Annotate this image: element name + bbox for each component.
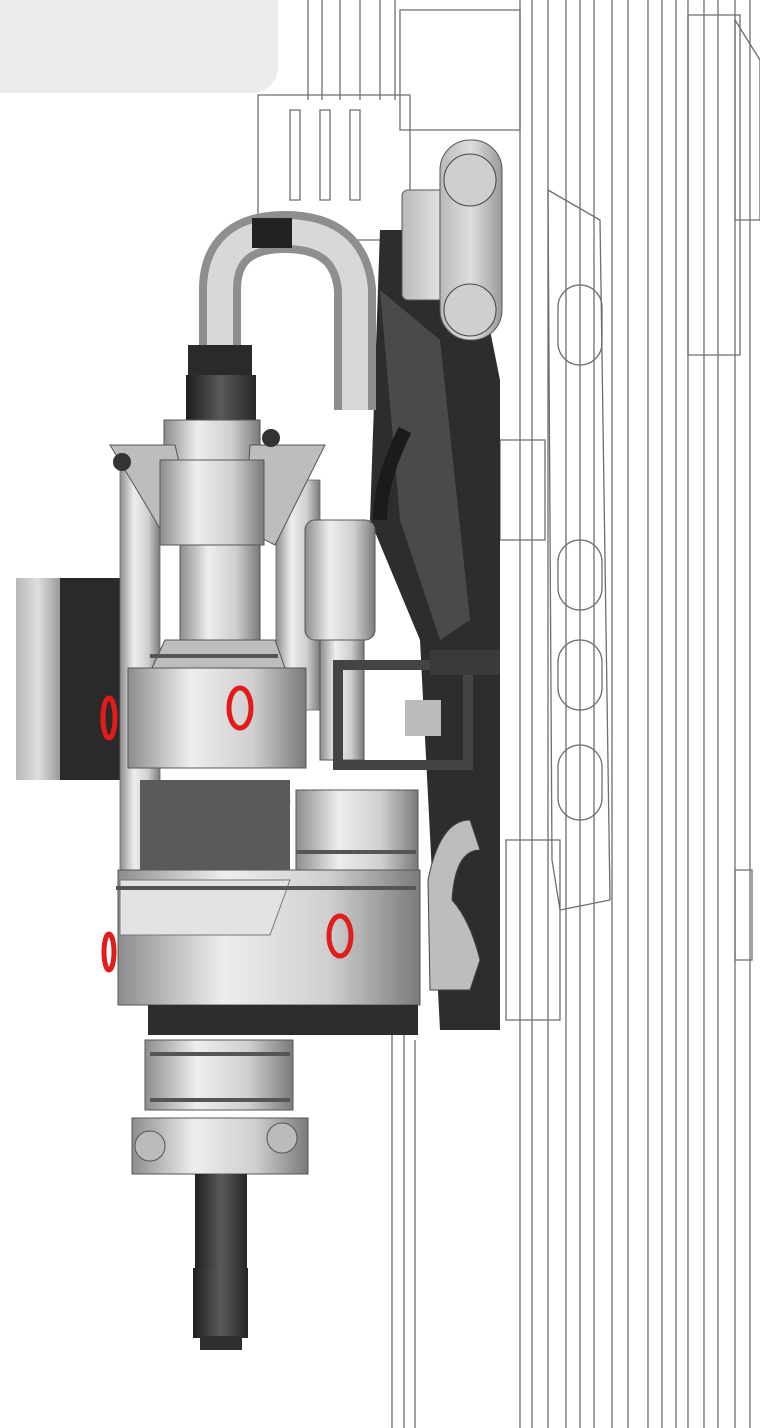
output-shaft — [193, 1174, 248, 1350]
mast-frame — [257, 0, 760, 1428]
lifting-eyes — [100, 685, 354, 973]
hydraulic-hose — [373, 426, 412, 521]
hose-gooseneck — [186, 210, 376, 423]
side-bracket — [333, 650, 500, 991]
valve-box — [16, 578, 120, 780]
bolt-rings — [116, 654, 416, 1102]
upper-yoke — [109, 419, 326, 546]
overlay-card — [0, 0, 278, 93]
swivel-motor — [401, 139, 503, 341]
